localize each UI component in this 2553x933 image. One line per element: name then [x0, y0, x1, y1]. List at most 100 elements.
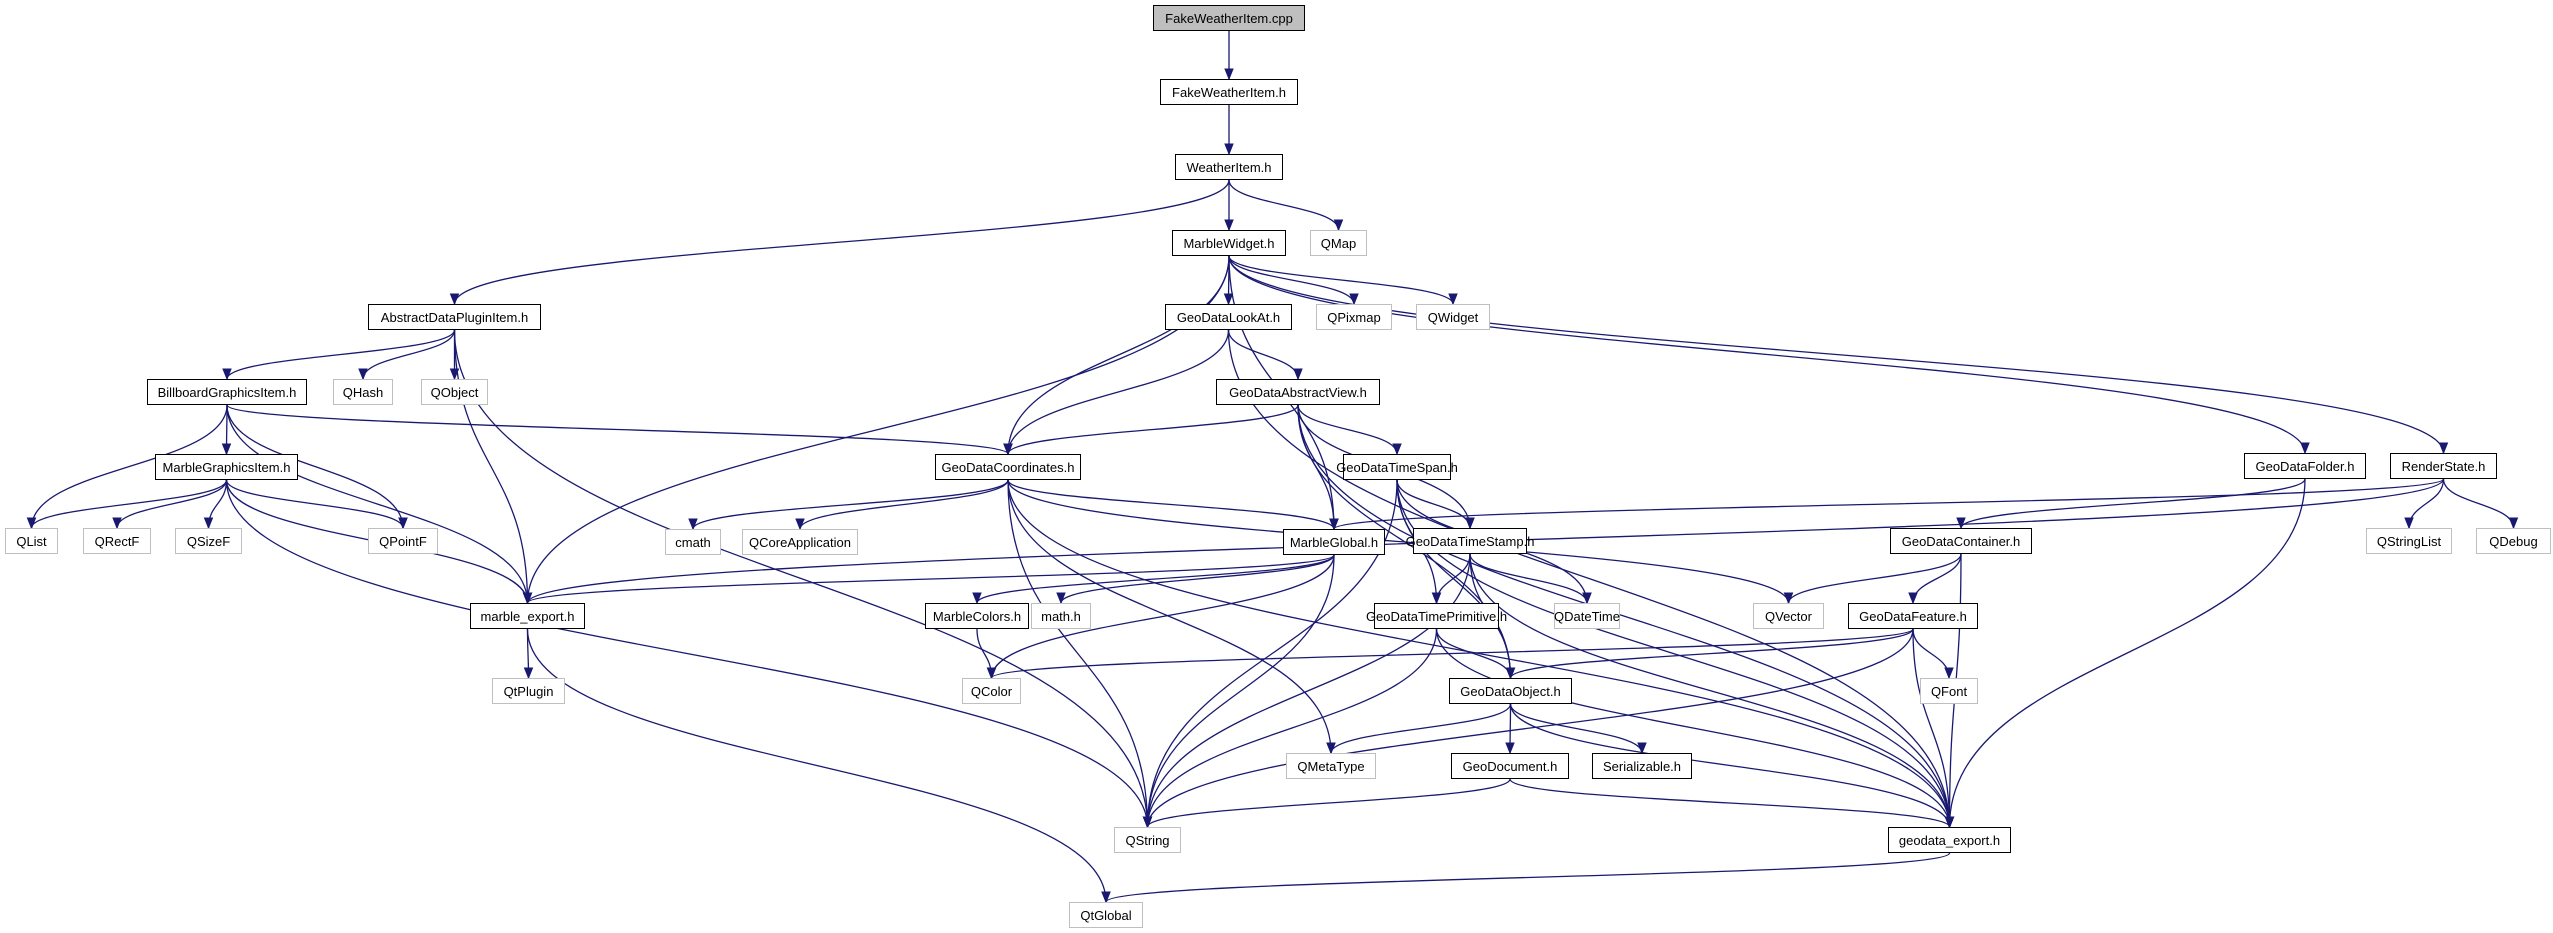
node-math-h: math.h	[1031, 603, 1091, 629]
edge-GeoDataAbstractView_h-to-GeoDataTimeSpan_h	[1297, 404, 1398, 455]
arrowhead-icon	[1224, 68, 1234, 81]
node-label: GeoDataLookAt.h	[1176, 309, 1281, 325]
node-qpointf: QPointF	[368, 528, 438, 554]
node-label: MarbleGraphicsItem.h	[162, 459, 291, 475]
node-geodatatimeprimitive-h[interactable]: GeoDataTimePrimitive.h	[1366, 603, 1507, 629]
edge-BillboardGraphicsItem_h-to-marble_export_h	[226, 404, 529, 604]
node-qdebug: QDebug	[2476, 528, 2551, 554]
arrowhead-icon	[1465, 517, 1475, 530]
node-qwidget: QWidget	[1416, 304, 1490, 330]
arrowhead-icon	[1944, 816, 1955, 829]
node-marblecolors-h[interactable]: MarbleColors.h	[925, 603, 1029, 629]
edge-MarbleGraphicsItem_h-to-QString	[225, 479, 1149, 828]
arrowhead-icon	[221, 443, 232, 456]
arrowhead-icon	[1944, 667, 1954, 680]
edge-GeoDataCoordinates_h-to-MarbleGlobal_h	[1007, 479, 1335, 530]
arrowhead-icon	[522, 592, 533, 605]
edge-MarbleGraphicsItem_h-to-QList	[30, 479, 228, 529]
node-label: GeoDataTimeSpan.h	[1336, 459, 1458, 475]
node-fakeweatheritem-h[interactable]: FakeWeatherItem.h	[1160, 79, 1298, 105]
arrowhead-icon	[2300, 442, 2310, 455]
node-label: GeoDataObject.h	[1460, 683, 1561, 699]
node-weatheritem-h[interactable]: WeatherItem.h	[1175, 154, 1283, 180]
edge-GeoDocument_h-to-QString	[1146, 778, 1511, 828]
arrowhead-icon	[688, 518, 698, 531]
node-geodocument-h[interactable]: GeoDocument.h	[1451, 753, 1569, 779]
edge-GeoDataCoordinates_h-to-QString	[1007, 479, 1149, 828]
node-label: FakeWeatherItem.cpp	[1165, 10, 1293, 26]
node-label: AbstractDataPluginItem.h	[380, 309, 529, 325]
edge-GeoDataObject_h-to-QMetaType	[1330, 703, 1512, 754]
edge-RenderState_h-to-MarbleGlobal_h	[1333, 478, 2445, 530]
edge-MarbleWidget_h-to-GeoDataFolder_h	[1228, 255, 2306, 454]
edge-MarbleGlobal_h-to-marble_export_h	[526, 554, 1335, 604]
arrowhead-icon	[1392, 443, 1402, 456]
node-geodatacoordinates-h[interactable]: GeoDataCoordinates.h	[935, 454, 1081, 480]
node-renderstate-h[interactable]: RenderState.h	[2390, 453, 2497, 479]
arrowhead-icon	[523, 667, 534, 680]
node-label: QtPlugin	[503, 683, 554, 699]
edge-AbstractDataPluginItem_h-to-marble_export_h	[453, 329, 529, 604]
node-marblewidget-h[interactable]: MarbleWidget.h	[1172, 230, 1286, 256]
arrowhead-icon	[26, 517, 37, 530]
node-geodataabstractview-h[interactable]: GeoDataAbstractView.h	[1216, 379, 1380, 405]
node-geodatatimespan-h[interactable]: GeoDataTimeSpan.h	[1336, 454, 1458, 480]
node-label: QSizeF	[186, 533, 231, 549]
edge-WeatherItem_h-to-QMap	[1228, 179, 1340, 231]
node-label: GeoDataCoordinates.h	[941, 459, 1075, 475]
edge-GeoDataCoordinates_h-to-QMetaType	[1007, 479, 1332, 754]
node-label: math.h	[1041, 608, 1081, 624]
node-qfont: QFont	[1920, 678, 1978, 704]
node-qstringlist: QStringList	[2366, 528, 2452, 554]
node-qcolor: QColor	[962, 678, 1021, 704]
node-label: QDateTime	[1554, 608, 1620, 624]
edge-BillboardGraphicsItem_h-to-QPointF	[226, 404, 404, 529]
node-label: GeoDataAbstractView.h	[1229, 384, 1367, 400]
arrowhead-icon	[1582, 592, 1592, 605]
node-qsizef: QSizeF	[175, 528, 242, 554]
node-geodata-export-h[interactable]: geodata_export.h	[1888, 827, 2011, 853]
edge-geodata_export_h-to-QtGlobal	[1105, 852, 1951, 903]
edge-GeoDataContainer_h-to-QVector	[1787, 553, 1962, 604]
edge-GeoDataFeature_h-to-QColor	[990, 628, 1914, 679]
arrowhead-icon	[1783, 592, 1794, 605]
edge-MarbleGlobal_h-to-math_h	[1060, 554, 1335, 604]
node-geodatafolder-h[interactable]: GeoDataFolder.h	[2244, 453, 2366, 479]
edge-AbstractDataPluginItem_h-to-QHash	[362, 329, 456, 380]
node-geodatacontainer-h[interactable]: GeoDataContainer.h	[1890, 528, 2032, 554]
node-label: QVector	[1765, 608, 1812, 624]
edge-GeoDataCoordinates_h-to-geodata_export_h	[1007, 479, 1951, 828]
node-qmap: QMap	[1310, 230, 1367, 256]
node-marbleglobal-h[interactable]: MarbleGlobal.h	[1283, 529, 1385, 555]
node-geodataobject-h[interactable]: GeoDataObject.h	[1449, 678, 1572, 704]
node-marblegraphicsitem-h[interactable]: MarbleGraphicsItem.h	[155, 454, 298, 480]
arrowhead-icon	[1505, 667, 1516, 680]
edge-GeoDataFeature_h-to-geodata_export_h	[1912, 628, 1951, 828]
node-label: QColor	[970, 683, 1013, 699]
node-geodatatimestamp-h[interactable]: GeoDataTimeStamp.h	[1406, 528, 1534, 554]
node-qhash: QHash	[333, 379, 393, 405]
node-geodatafeature-h[interactable]: GeoDataFeature.h	[1848, 603, 1978, 629]
edge-MarbleWidget_h-to-QPixmap	[1228, 255, 1355, 305]
node-qdatetime: QDateTime	[1554, 603, 1620, 629]
node-geodatalookat-h[interactable]: GeoDataLookAt.h	[1165, 304, 1292, 330]
node-billboardgraphicsitem-h[interactable]: BillboardGraphicsItem.h	[147, 379, 307, 405]
edge-MarbleGlobal_h-to-QColor	[990, 554, 1335, 679]
node-label: BillboardGraphicsItem.h	[157, 384, 297, 400]
arrowhead-icon	[1908, 592, 1918, 605]
node-qtglobal: QtGlobal	[1069, 902, 1143, 928]
arrowhead-icon	[1505, 742, 1515, 755]
node-abstractdatapluginitem-h[interactable]: AbstractDataPluginItem.h	[368, 304, 541, 330]
node-label: QtGlobal	[1080, 907, 1132, 923]
node-serializable-h[interactable]: Serializable.h	[1592, 753, 1692, 779]
edge-RenderState_h-to-QDebug	[2442, 478, 2515, 529]
node-label: MarbleWidget.h	[1183, 235, 1275, 251]
arrowhead-icon	[2404, 517, 2414, 530]
arrowhead-icon	[986, 667, 997, 680]
node-marble-export-h[interactable]: marble_export.h	[470, 603, 585, 629]
node-qcoreapplication: QCoreApplication	[742, 529, 858, 555]
edge-MarbleGlobal_h-to-QString	[1146, 554, 1335, 828]
node-label: MarbleColors.h	[932, 608, 1022, 624]
arrowhead-icon	[1431, 592, 1442, 605]
